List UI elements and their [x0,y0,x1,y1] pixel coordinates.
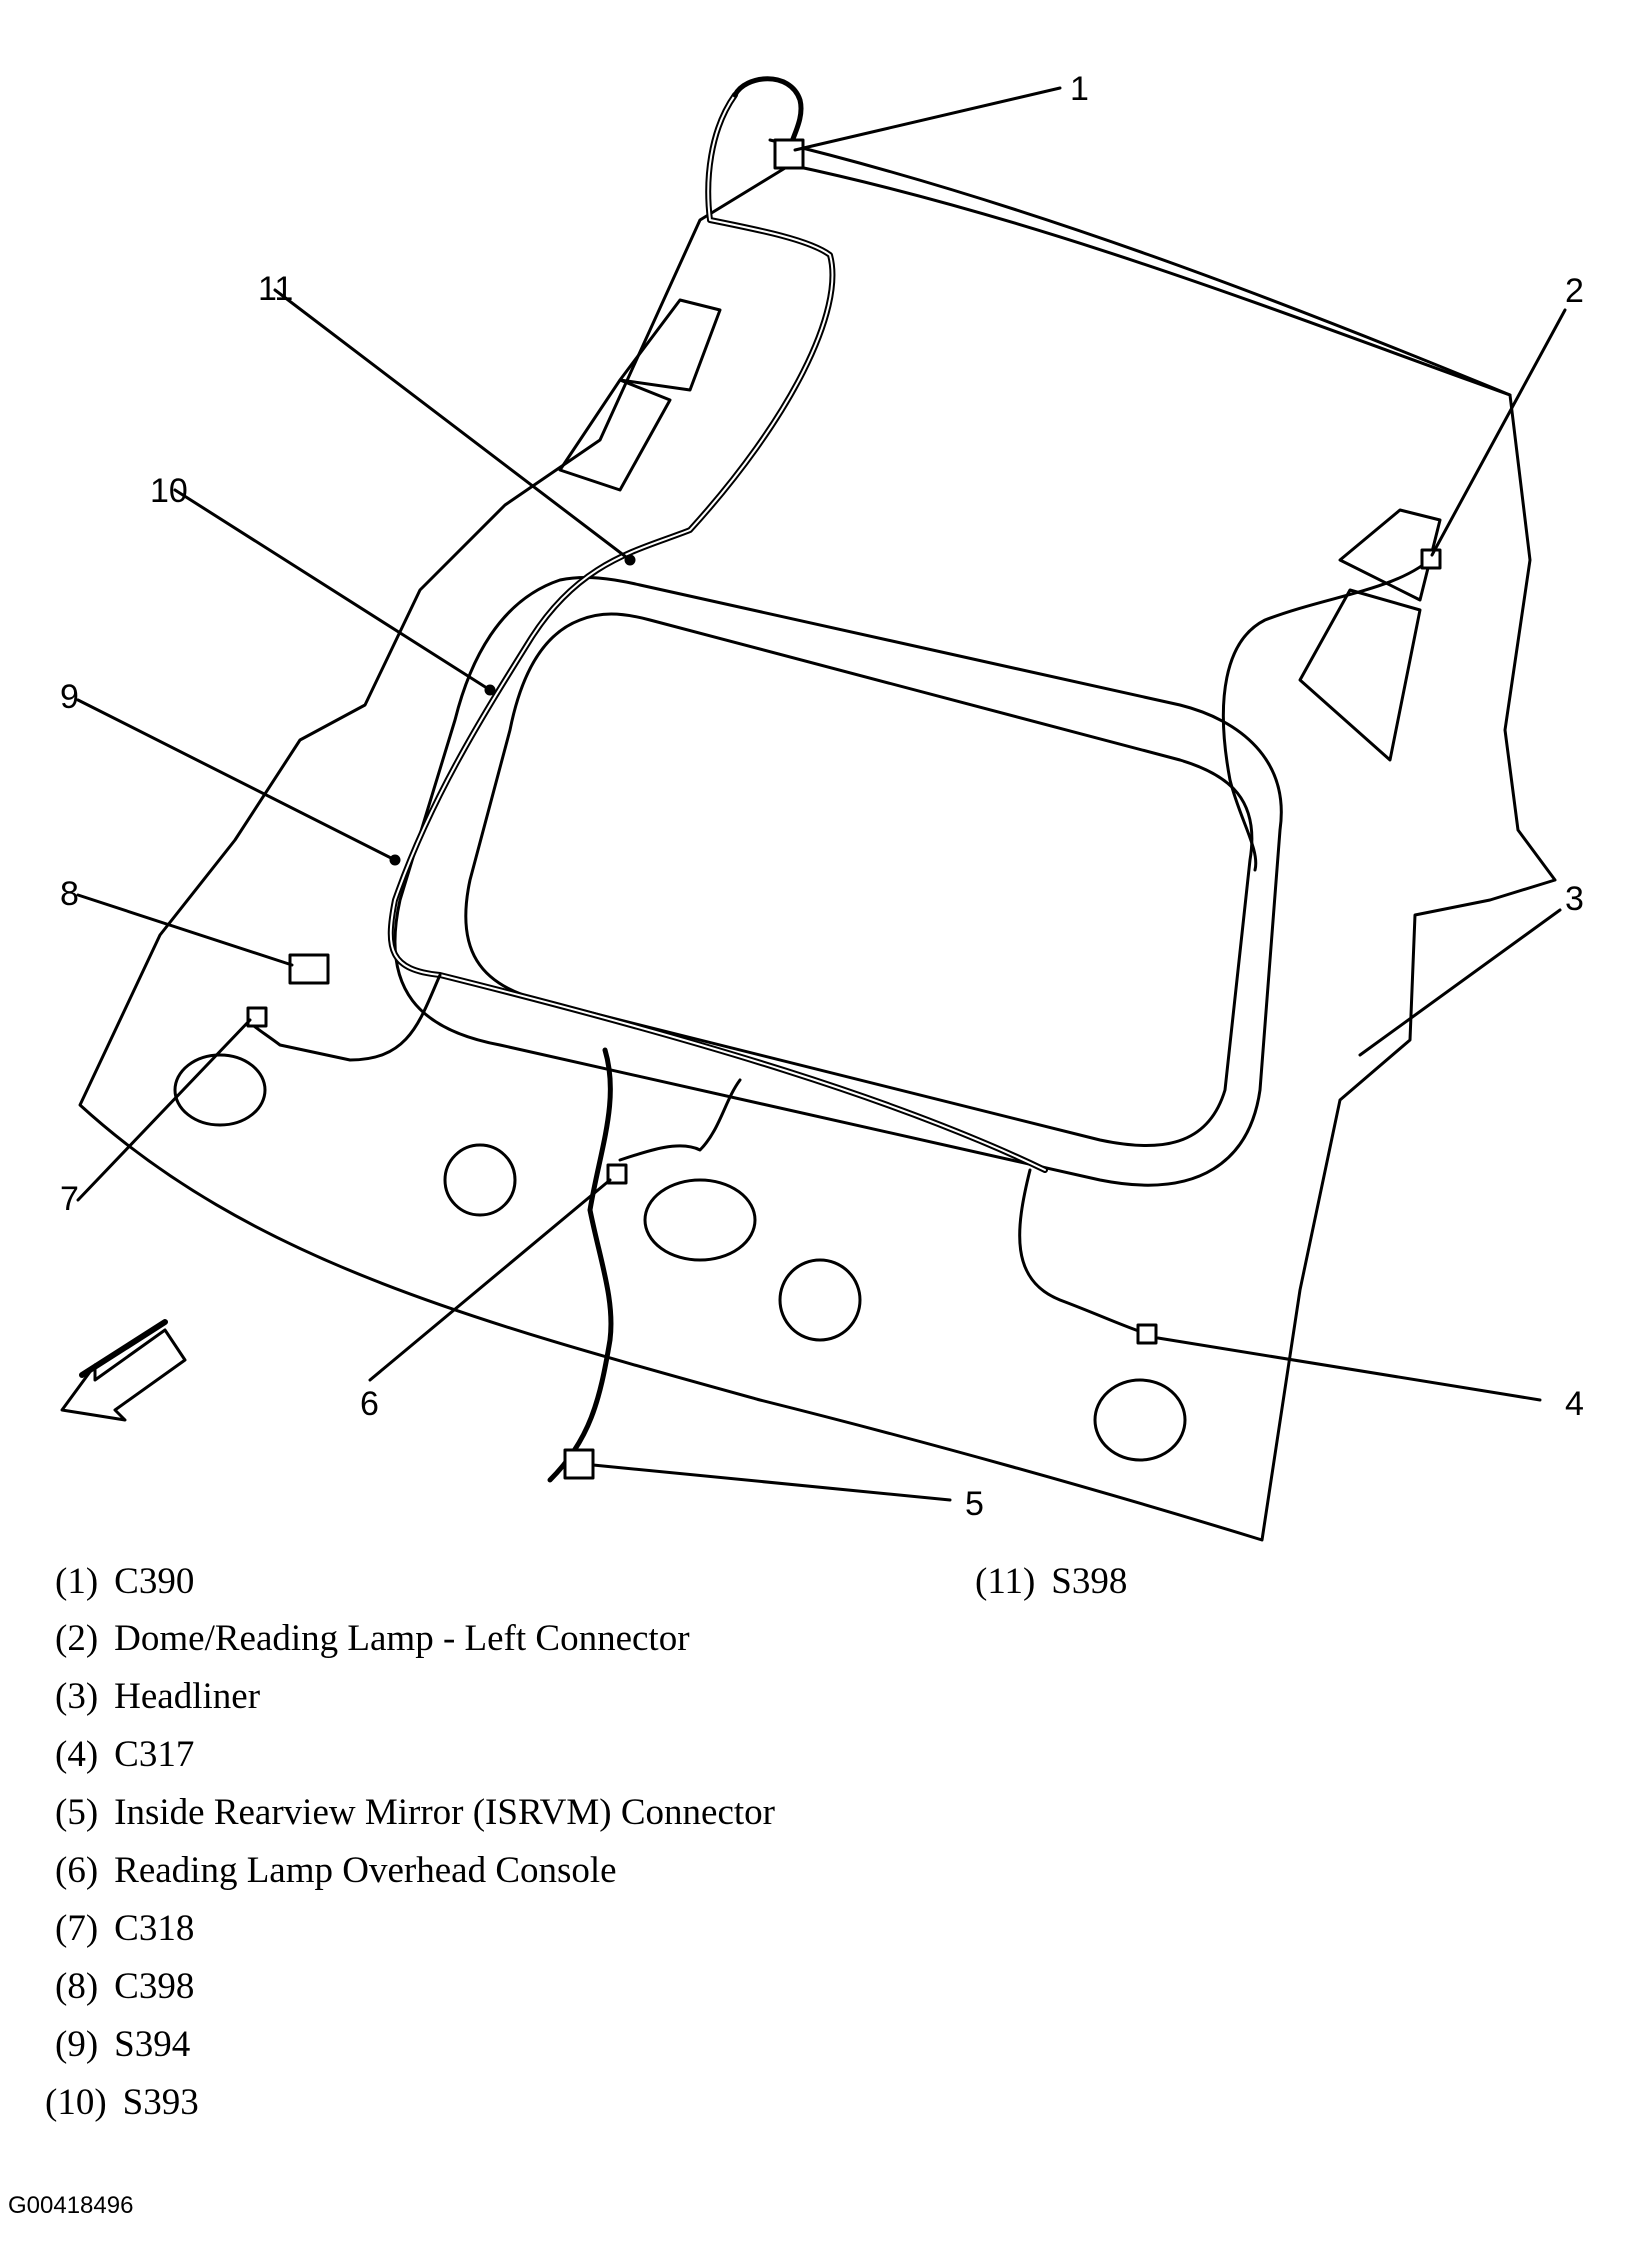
callout-9: 9 [60,678,79,716]
harness-c390 [732,76,804,153]
harness-c317 [1018,1168,1152,1337]
legend-item-3: (3) Headliner [55,1678,260,1715]
legend-item-2: (2) Dome/Reading Lamp - Left Connector [55,1620,690,1657]
callout-11: 11 [258,270,293,308]
legend-number: (8) [55,1966,99,2007]
front-direction-arrow-shade [79,1319,168,1378]
headliner-rear-edge [768,138,1512,397]
legend-item-8: (8) C398 [55,1968,194,2005]
callout-4: 4 [1565,1385,1584,1423]
connector-dome-lamp [1420,548,1442,570]
legend-number: (2) [55,1618,99,1659]
legend-number: (10) [45,2082,107,2123]
legend-item-7: (7) C318 [55,1910,194,1947]
legend-description: S398 [1051,1561,1128,1602]
legend-description: Headliner [114,1676,261,1717]
harness-c318 [248,973,442,1062]
headliner-outline [78,163,1557,1542]
legend-number: (3) [55,1676,99,1717]
legend-number: (7) [55,1908,99,1949]
main-harness-inner [389,94,1046,1171]
front-right-grab-handle [1093,1378,1187,1462]
connector-c390 [773,138,805,170]
legend-description: S393 [122,2082,199,2123]
legend-number: (9) [55,2024,99,2065]
legend-number: (11) [975,1561,1036,1602]
legend-number: (4) [55,1734,99,1775]
callout-5: 5 [965,1485,984,1523]
legend-description: Inside Rearview Mirror (ISRVM) Connector [114,1792,775,1833]
callout-7: 7 [60,1180,79,1218]
connector-reading-lamp [606,1163,628,1185]
legend-description: C398 [114,1966,195,2007]
harness-dome-lamp [1221,553,1437,872]
connector-c318 [246,1006,268,1028]
leader-1 [793,86,1062,152]
leader-10 [173,488,492,692]
leader-8 [76,893,294,967]
main-harness [387,92,1048,1173]
callout-1: 1 [1070,70,1089,108]
leader-3 [1358,908,1562,1057]
legend-description: C390 [114,1561,195,1602]
leader-5 [591,1463,952,1502]
figure-id: G00418496 [8,2192,134,2219]
legend-description: Dome/Reading Lamp - Left Connector [114,1618,690,1659]
legend-description: C318 [114,1908,195,1949]
callout-8: 8 [60,875,79,913]
callout-2: 2 [1565,272,1584,310]
legend-item-6: (6) Reading Lamp Overhead Console [55,1852,617,1889]
legend-item-1: (1) C390 [55,1563,194,1600]
legend-description: Reading Lamp Overhead Console [114,1850,617,1891]
leader-4 [1156,1336,1542,1402]
legend-number: (6) [55,1850,99,1891]
front-center-right-handle [778,1258,862,1342]
connector-isrvm [563,1448,595,1480]
leader-11 [273,288,632,562]
legend-description: C317 [114,1734,195,1775]
legend-item-5: (5) Inside Rearview Mirror (ISRVM) Connec… [55,1794,775,1831]
connector-c398 [288,953,330,985]
right-dome-lamp-area [1298,508,1442,762]
callout-6: 6 [360,1385,379,1423]
leader-6 [368,1178,612,1382]
legend-number: (1) [55,1561,99,1602]
isrvm-mount-area [643,1178,757,1262]
sunroof-opening [464,612,1254,1148]
leader-9 [76,698,397,862]
callout-10: 10 [150,472,188,510]
legend-description: S394 [114,2024,191,2065]
leader-2 [1430,308,1567,557]
front-left-grab-handle [173,1053,267,1127]
sunroof-frame [393,576,1283,1187]
harness-isrvm [547,1047,614,1483]
leader-7 [76,1018,252,1202]
harness-reading-lamp [618,1078,742,1162]
legend-item-10: (10) S393 [45,2084,199,2121]
left-visor-area [558,298,722,492]
front-center-left-handle [443,1143,517,1217]
legend-item-9: (9) S394 [55,2026,190,2063]
legend-number: (5) [55,1792,99,1833]
legend-item-11: (11) S398 [975,1563,1127,1600]
legend-item-4: (4) C317 [55,1736,194,1773]
connector-c317 [1136,1323,1158,1345]
callout-3: 3 [1565,880,1584,918]
